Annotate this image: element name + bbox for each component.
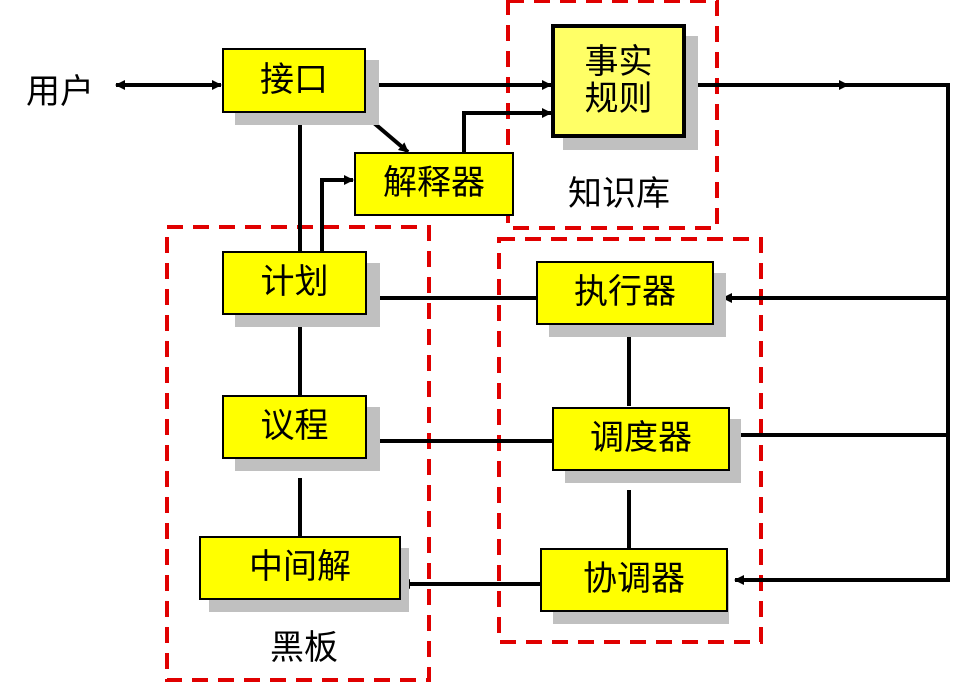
executor-node: 执行器 <box>536 261 714 325</box>
facts-rules-node: 事实 规则 <box>551 24 686 138</box>
facts-label: 事实 <box>584 41 653 82</box>
plan-label: 计划 <box>260 262 329 303</box>
agenda-label: 议程 <box>260 406 329 447</box>
interface-node: 接口 <box>222 48 366 113</box>
coordinator-node: 协调器 <box>540 548 728 612</box>
blackboard-label: 黑板 <box>270 628 338 668</box>
intermediate-node: 中间解 <box>199 536 401 600</box>
right-bus <box>848 83 950 580</box>
user-label: 用户 <box>26 72 94 112</box>
plan-node: 计划 <box>222 251 367 315</box>
scheduler-label: 调度器 <box>590 418 692 459</box>
interpreter-to-kb-arrow <box>462 108 552 152</box>
executor-label: 执行器 <box>574 272 676 313</box>
rules-label: 规则 <box>584 79 653 119</box>
coordinator-label: 协调器 <box>583 559 685 600</box>
scheduler-node: 调度器 <box>552 407 730 471</box>
interpreter-node: 解释器 <box>354 152 514 216</box>
plan-to-interpreter-arrow <box>320 175 354 252</box>
interface-label: 接口 <box>260 59 328 100</box>
knowledge-base-label: 知识库 <box>568 174 670 214</box>
agenda-node: 议程 <box>222 395 367 459</box>
intermediate-label: 中间解 <box>249 547 351 588</box>
interpreter-label: 解释器 <box>383 163 485 204</box>
